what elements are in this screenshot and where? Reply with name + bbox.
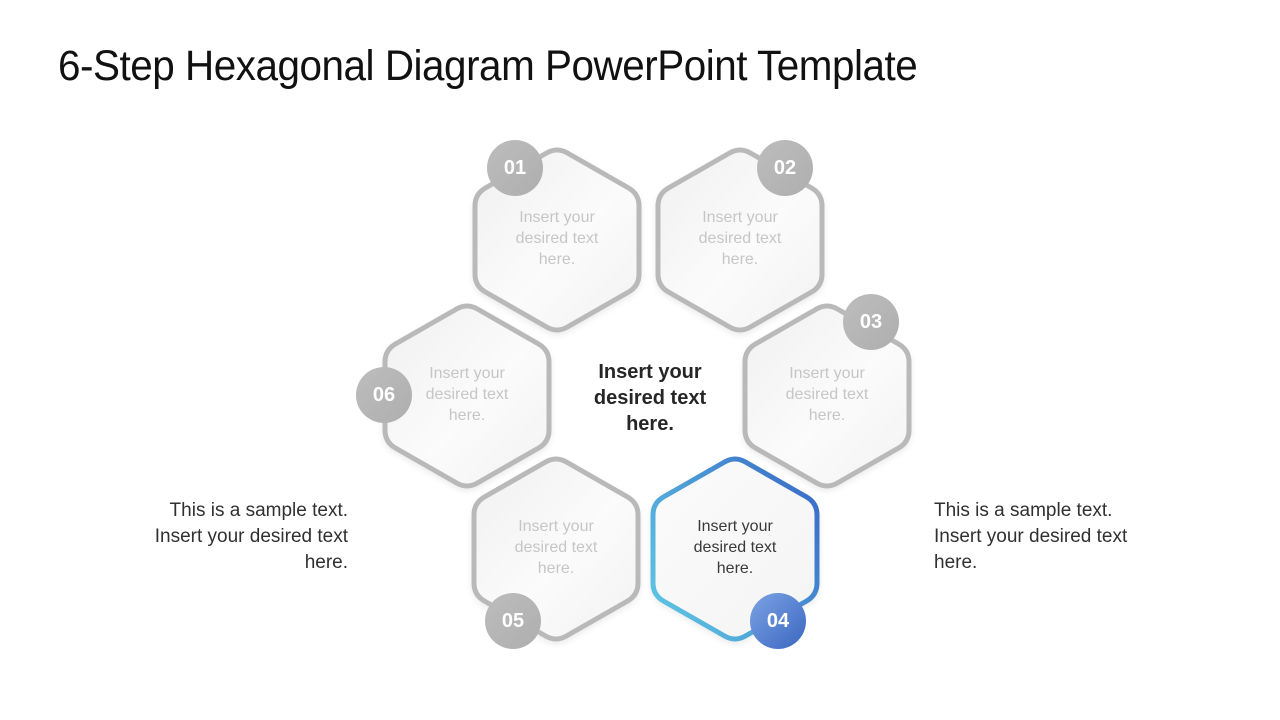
hexagon-step-01: Insert your desired text here. 01 — [471, 140, 643, 335]
hexagon-step-02: Insert your desired text here. 02 — [654, 140, 826, 335]
hexagon-step-06: Insert your desired text here. 06 — [356, 301, 553, 491]
hexagon-shape-icon — [382, 303, 552, 489]
step-text-04: Insert your desired text here. — [693, 518, 777, 577]
center-text: Insert your desired text here. — [593, 361, 707, 435]
right-note: This is a sample text. Insert your desir… — [934, 500, 1128, 573]
step-text-01: Insert your desired text here. — [515, 209, 599, 268]
step-text-03: Insert your desired text here. — [785, 365, 869, 424]
page-title: 6-Step Hexagonal Diagram PowerPoint Temp… — [58, 42, 918, 90]
hexagon-step-03: Insert your desired text here. 03 — [741, 294, 913, 491]
step-badge-04: 04 — [750, 593, 806, 649]
left-note: This is a sample text. Insert your desir… — [154, 500, 348, 573]
step-badge-06: 06 — [356, 367, 412, 423]
hexagon-shape-icon — [742, 303, 912, 489]
step-text-05: Insert your desired text here. — [514, 518, 598, 577]
step-badge-02: 02 — [757, 140, 813, 196]
step-badge-01: 01 — [487, 140, 543, 196]
hexagon-step-04-highlighted: Insert your desired text here. 04 — [649, 454, 821, 649]
hexagon-step-05: Insert your desired text here. 05 — [470, 454, 642, 649]
step-text-06: Insert your desired text here. — [425, 365, 509, 424]
step-text-02: Insert your desired text here. — [698, 209, 782, 268]
step-badge-05: 05 — [485, 593, 541, 649]
step-badge-03: 03 — [843, 294, 899, 350]
